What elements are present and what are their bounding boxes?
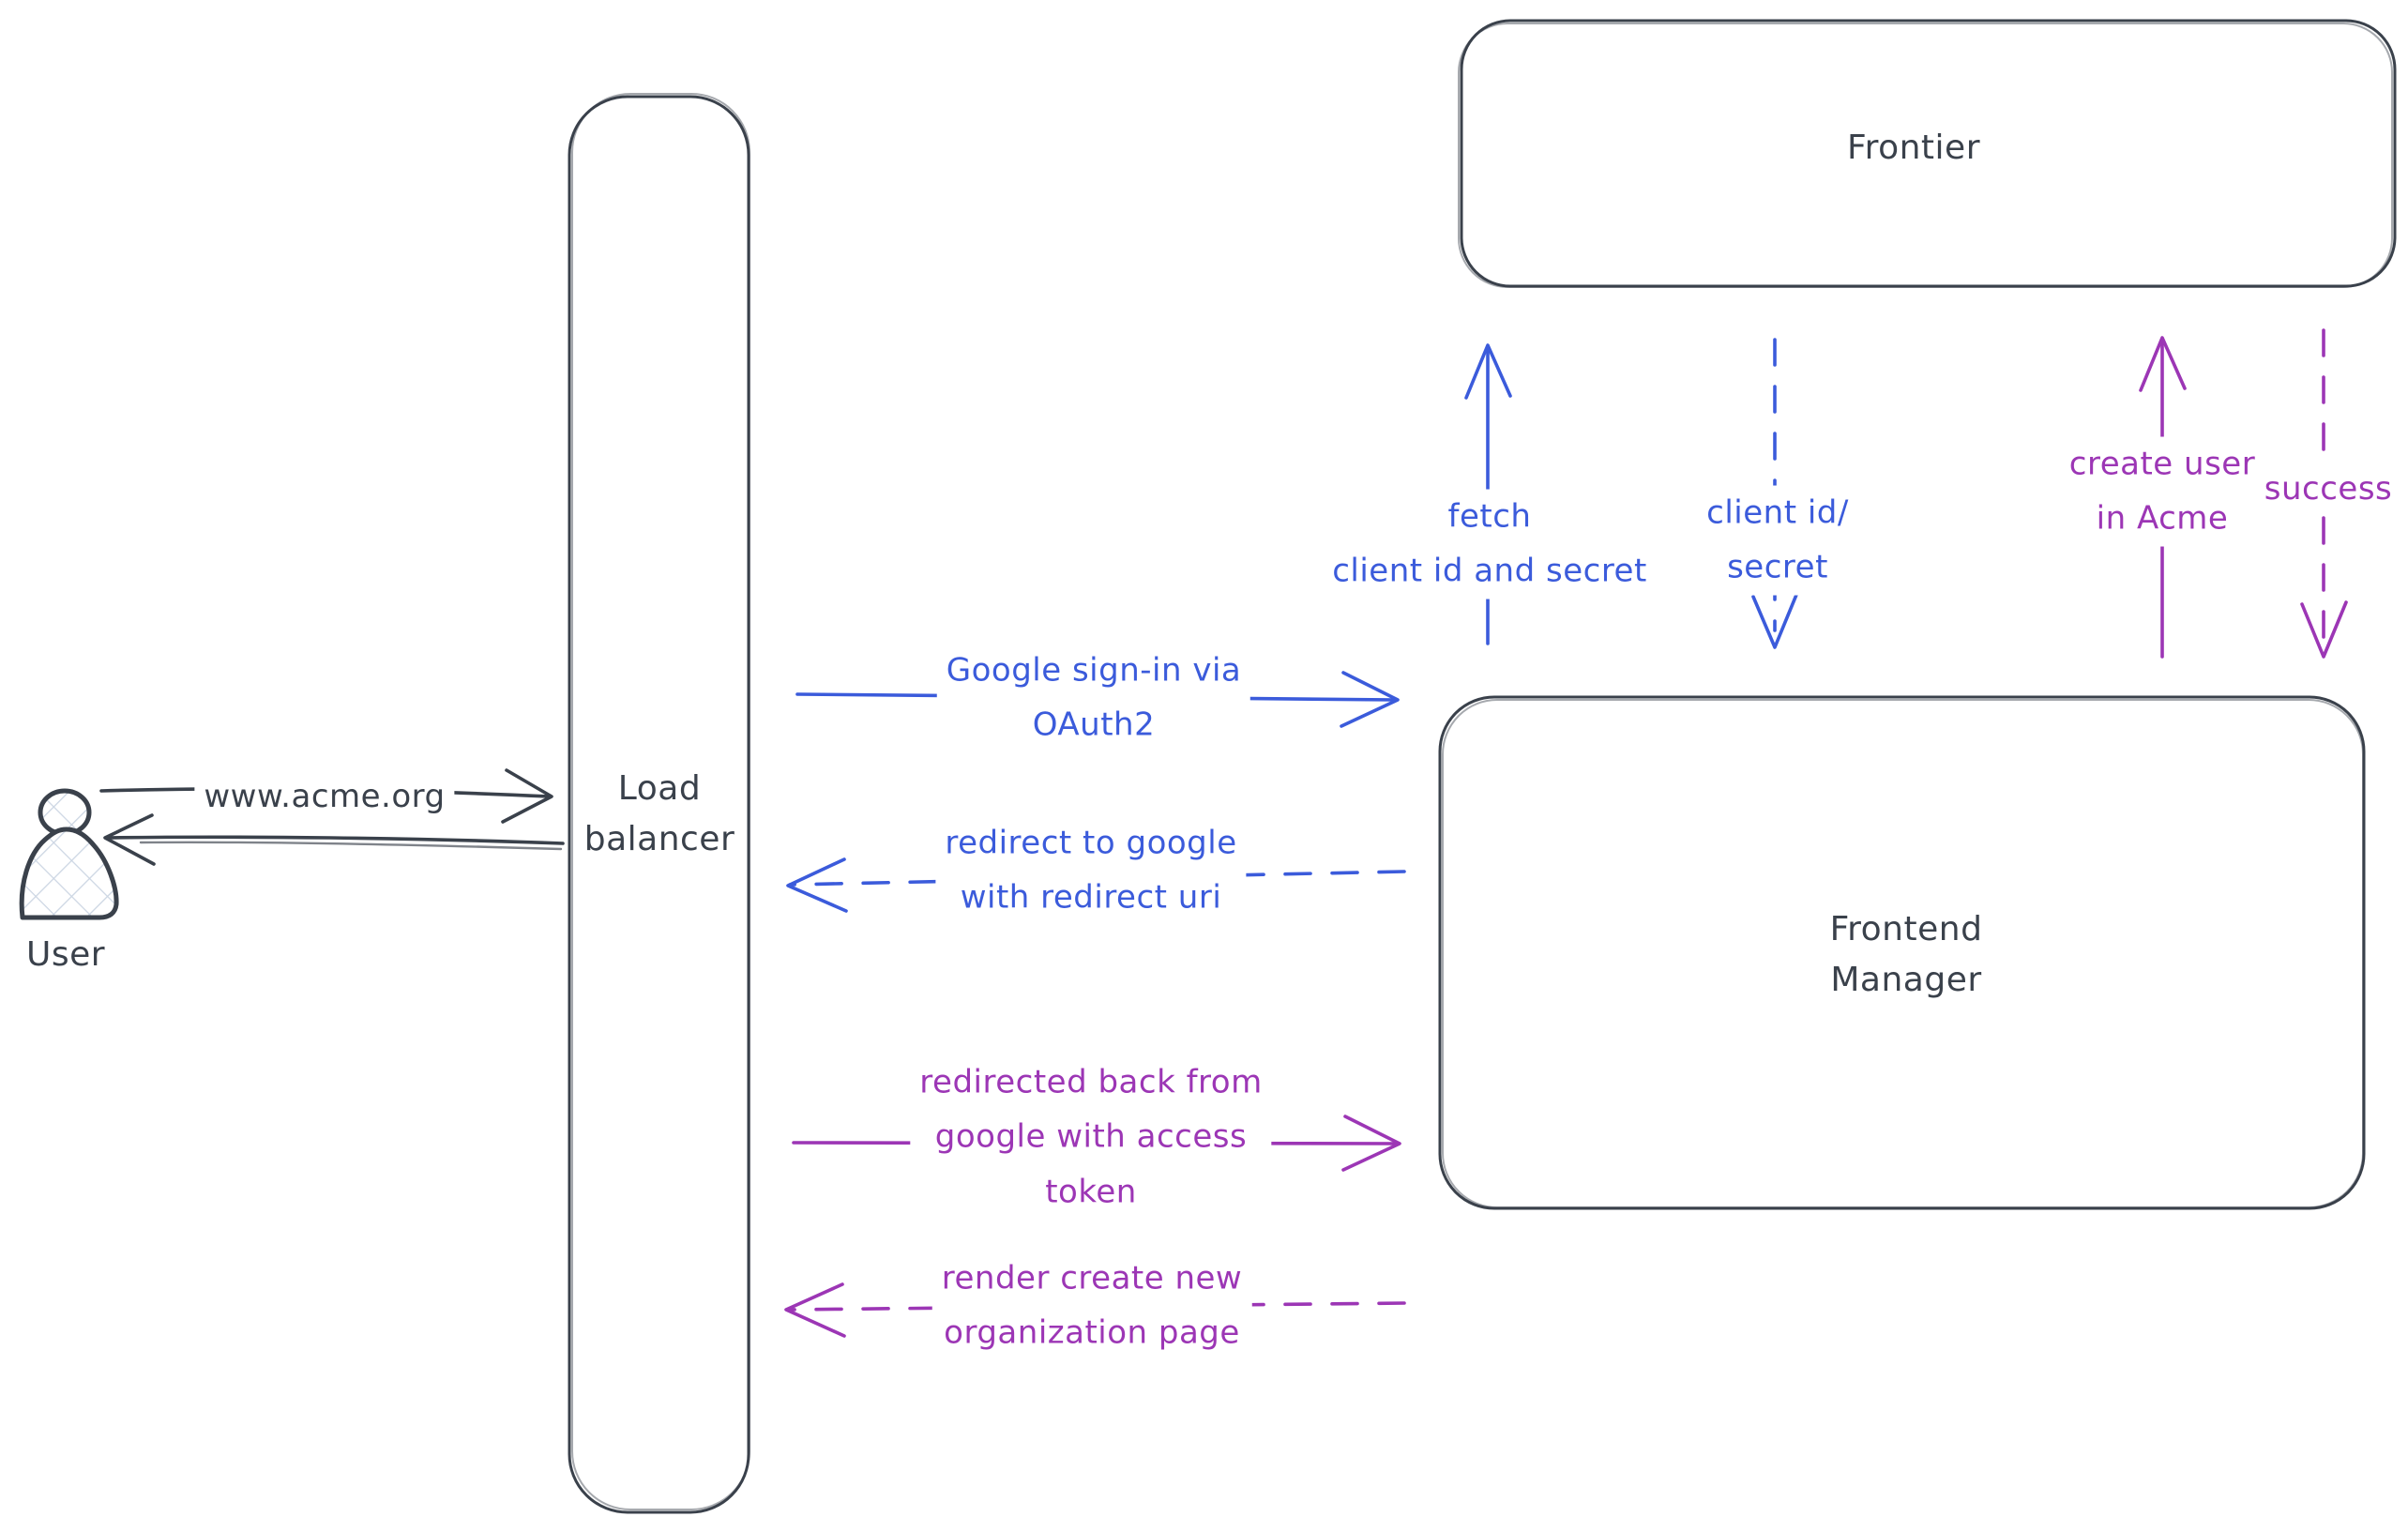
frontend-manager-label: Frontend Manager bbox=[1829, 910, 1983, 999]
user-label: User bbox=[25, 935, 106, 974]
load-balancer-box bbox=[568, 93, 750, 1514]
edge-label-success: success bbox=[2254, 461, 2402, 517]
frontier-label: Frontier bbox=[1846, 129, 1981, 167]
load-balancer-label: Load balancer bbox=[583, 769, 735, 858]
frontier-box bbox=[1458, 19, 2397, 288]
edge-label-redirected-back: redirected back from google with access … bbox=[910, 1054, 1272, 1220]
edge-label-fetch-creds: fetch client id and secret bbox=[1323, 489, 1657, 599]
edge-label-www-request: www.acme.org bbox=[194, 768, 455, 825]
edge-label-google-signin: Google sign-in via OAuth2 bbox=[936, 643, 1251, 753]
edge-label-client-id-secret: client id/ secret bbox=[1697, 485, 1858, 596]
edge-label-render-org-page: render create new organization page bbox=[931, 1251, 1252, 1361]
frontend-manager-box bbox=[1438, 695, 2366, 1210]
edge-label-redirect-google: redirect to google with redirect uri bbox=[935, 815, 1247, 926]
edge-www-response bbox=[103, 813, 565, 866]
edge-label-create-user: create user in Acme bbox=[2059, 436, 2265, 547]
user-icon bbox=[19, 788, 119, 920]
